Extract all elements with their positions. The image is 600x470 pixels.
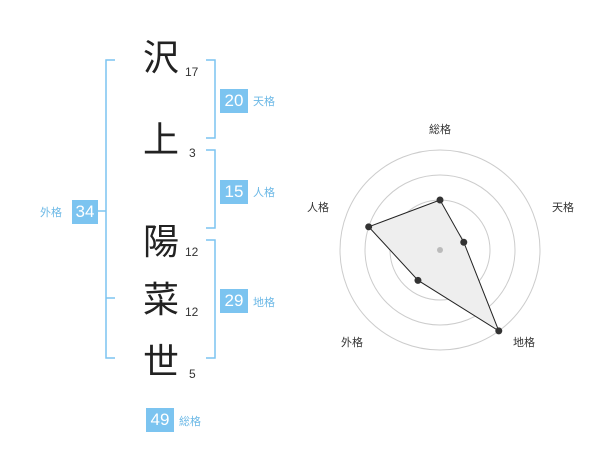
jinkaku-bracket [206, 149, 216, 229]
chikaku-label: 地格 [253, 296, 275, 309]
name-char-4: 菜 [142, 280, 179, 321]
name-char-5: 世 [142, 342, 179, 383]
radar-point-2 [495, 327, 503, 335]
stroke-count-1: 17 [185, 65, 199, 79]
gaikaku-bracket [105, 59, 115, 359]
gaikaku-label: 外格 [40, 206, 62, 219]
radar-point-0 [436, 196, 444, 204]
tenkaku-label: 天格 [253, 95, 275, 108]
radar-points [365, 196, 503, 335]
stroke-count-2: 3 [189, 146, 196, 160]
tenkaku-value: 20 [220, 89, 248, 113]
radar-ring-3 [364, 174, 516, 326]
chikaku-bracket [206, 239, 216, 359]
gaikaku-value: 34 [72, 200, 98, 224]
name-char-2: 上 [142, 120, 179, 161]
radar-point-4 [365, 223, 373, 231]
radar-axis-label-soukaku: 総格 [429, 123, 451, 136]
stroke-count-5: 5 [189, 367, 196, 381]
jinkaku-label: 人格 [253, 186, 275, 199]
tenkaku-bracket [206, 59, 216, 139]
chikaku-value: 29 [220, 289, 248, 313]
radar-polygon [367, 199, 500, 333]
name-char-3: 陽 [142, 222, 179, 263]
radar-point-3 [414, 276, 422, 284]
name-char-1: 沢 [142, 38, 179, 79]
radar-point-1 [460, 238, 468, 246]
radar-axis-label-gaikaku: 外格 [341, 336, 363, 349]
stroke-count-3: 12 [185, 245, 199, 259]
stroke-count-4: 12 [185, 305, 199, 319]
radar-ring-4 [339, 149, 541, 351]
radar-center-dot [437, 247, 443, 253]
radar-axis-label-tenkaku: 天格 [552, 201, 574, 214]
jinkaku-value: 15 [220, 180, 248, 204]
radar-axis-label-jinkaku: 人格 [307, 201, 329, 214]
soukaku-value: 49 [146, 408, 174, 432]
soukaku-label: 総格 [179, 415, 201, 428]
radar-axis-label-chikaku: 地格 [513, 336, 535, 349]
